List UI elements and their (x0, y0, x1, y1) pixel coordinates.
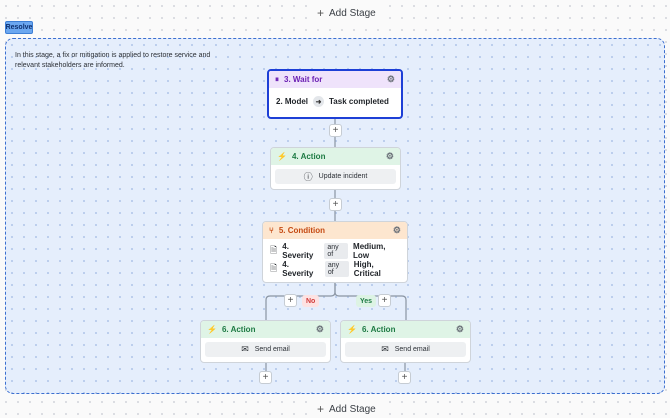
alert-circle-icon: ⓘ (303, 172, 313, 182)
wait-for-title: 3. Wait for (284, 75, 323, 84)
send-email-label: Send email (254, 346, 290, 353)
branch-yes-label: Yes (356, 295, 377, 307)
condition-header: ⑂ 5. Condition ⚙ (263, 222, 407, 239)
branch-no-label: No (302, 295, 320, 307)
wait-for-header: ⏸ 3. Wait for ⚙ (269, 71, 401, 88)
update-incident-label: Update incident (318, 173, 368, 180)
gear-icon[interactable]: ⚙ (386, 74, 395, 84)
plus-icon: + (317, 402, 325, 416)
arrow-right-icon: ➜ (313, 96, 325, 107)
stage-description: In this stage, a fix or mitigation is ap… (15, 52, 211, 69)
add-step-button[interactable]: + (329, 198, 342, 211)
wait-source: 2. Model (276, 97, 309, 106)
branch-icon: ⑂ (269, 225, 274, 235)
action-header: ⚡ 6. Action ⚙ (341, 321, 470, 338)
action-title: 6. Action (361, 325, 396, 334)
add-yes-branch-step-button[interactable]: + (378, 294, 391, 307)
add-stage-top-button[interactable]: + Add Stage (311, 5, 382, 21)
gear-icon[interactable]: ⚙ (392, 225, 401, 235)
condition-rule-2: 🗎 4. Severity any of High, Critical (263, 260, 407, 278)
wait-for-node[interactable]: ⏸ 3. Wait for ⚙ 2. Model ➜ Task complete… (267, 69, 403, 119)
action-header: ⚡ 4. Action ⚙ (271, 148, 400, 165)
lightning-icon: ⚡ (277, 151, 287, 161)
send-email-button[interactable]: ✉ Send email (205, 342, 326, 357)
gear-icon[interactable]: ⚙ (455, 324, 464, 334)
rule-value: Medium, Low (353, 242, 386, 260)
mail-icon: ✉ (381, 344, 389, 354)
lightning-icon: ⚡ (347, 324, 357, 334)
action-title: 6. Action (221, 325, 256, 334)
rule-value: High, Critical (353, 260, 381, 278)
add-no-branch-step-button[interactable]: + (284, 294, 297, 307)
wait-target: Task completed (329, 97, 389, 106)
action-title: 4. Action (291, 152, 326, 161)
action-node-update-incident[interactable]: ⚡ 4. Action ⚙ ⓘ Update incident (270, 147, 401, 190)
add-step-button[interactable]: + (398, 371, 411, 384)
rule-operator: any of (324, 243, 349, 259)
wait-condition-row: 2. Model ➜ Task completed (269, 88, 401, 115)
stage-tag[interactable]: Resolve (5, 21, 33, 34)
add-stage-label: Add Stage (329, 403, 376, 415)
send-email-label: Send email (394, 346, 430, 353)
add-step-button[interactable]: + (259, 371, 272, 384)
document-icon: 🗎 (270, 263, 278, 273)
send-email-button[interactable]: ✉ Send email (345, 342, 466, 357)
action-header: ⚡ 6. Action ⚙ (201, 321, 330, 338)
mail-icon: ✉ (241, 344, 249, 354)
lightning-icon: ⚡ (207, 324, 217, 334)
add-stage-bottom-button[interactable]: + Add Stage (311, 401, 382, 417)
gear-icon[interactable]: ⚙ (315, 324, 324, 334)
condition-title: 5. Condition (278, 226, 326, 235)
action-node-send-email-no[interactable]: ⚡ 6. Action ⚙ ✉ Send email (200, 320, 331, 363)
wait-icon: ⏸ (275, 74, 279, 84)
plus-icon: + (317, 6, 325, 20)
rule-field: 4. Severity (282, 242, 314, 260)
condition-rule-1: 🗎 4. Severity any of Medium, Low (263, 242, 407, 260)
document-icon: 🗎 (270, 245, 278, 255)
add-stage-label: Add Stage (329, 7, 376, 19)
rule-field: 4. Severity (282, 260, 314, 278)
rule-operator: any of (324, 261, 349, 277)
add-step-button[interactable]: + (329, 124, 342, 137)
gear-icon[interactable]: ⚙ (385, 151, 394, 161)
update-incident-button[interactable]: ⓘ Update incident (275, 169, 396, 184)
condition-node[interactable]: ⑂ 5. Condition ⚙ 🗎 4. Severity any of Me… (262, 221, 408, 283)
action-node-send-email-yes[interactable]: ⚡ 6. Action ⚙ ✉ Send email (340, 320, 471, 363)
